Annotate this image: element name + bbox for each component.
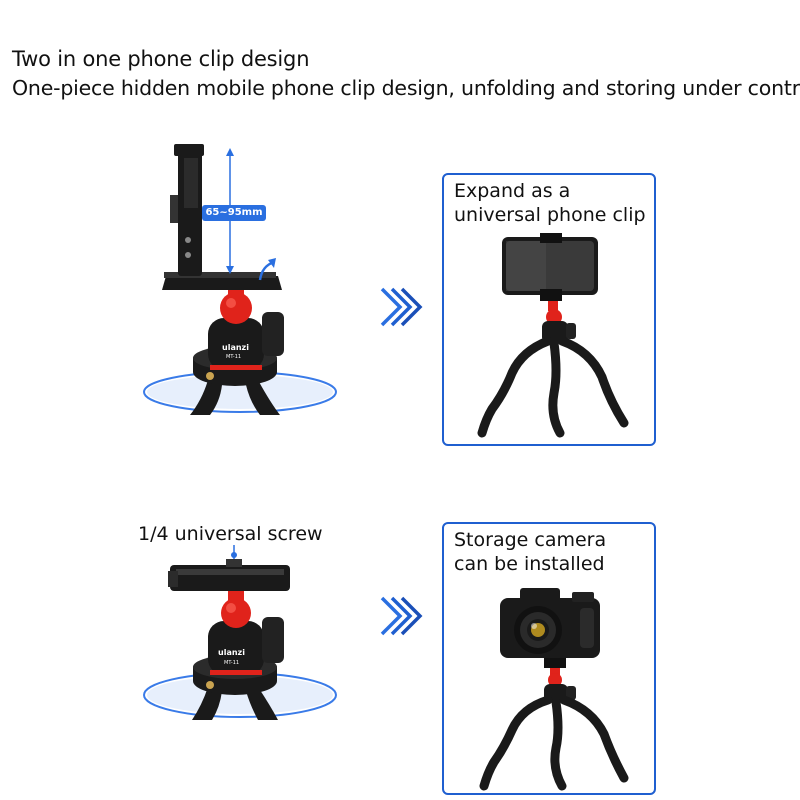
panel-title: Storage camera can be installed: [454, 528, 606, 576]
stored-clip-tripod-image: [143, 545, 337, 720]
panel-title-line-1: Storage camera: [454, 529, 607, 551]
phone-clip-panel: Expand as a universal phone clip: [442, 173, 656, 446]
panel-title-line-1: Expand as a: [454, 180, 571, 202]
chevron-arrow-icon: [332, 287, 423, 327]
measurement-label: 65~95mm: [202, 205, 266, 221]
head-model-label: MT-11: [224, 660, 240, 666]
camera-panel: Storage camera can be installed: [442, 522, 656, 795]
headline-line-2: One-piece hidden mobile phone clip desig…: [12, 76, 800, 100]
head-model-label: MT-11: [226, 354, 242, 360]
chevron-arrow-icon: [332, 596, 423, 636]
tripod-with-camera-image: [479, 588, 629, 791]
panel-title-line-2: can be installed: [454, 553, 605, 575]
head-brand-label: ulanzi: [218, 648, 245, 657]
head-brand-label: ulanzi: [222, 343, 249, 352]
headline-line-1: Two in one phone clip design: [12, 47, 310, 71]
panel-title-line-2: universal phone clip: [454, 204, 646, 226]
screw-caption: 1/4 universal screw: [138, 523, 323, 545]
panel-title: Expand as a universal phone clip: [454, 179, 646, 227]
phone-clip-tripod-image: [143, 144, 337, 415]
tripod-with-phone-image: [477, 233, 629, 438]
